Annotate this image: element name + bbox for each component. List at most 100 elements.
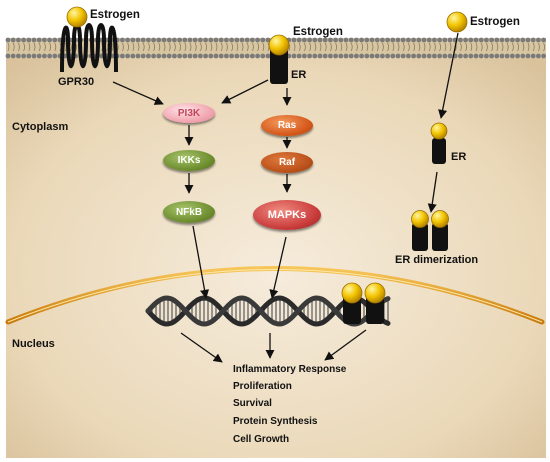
lipid-tail [158,42,161,52]
lipid-head-outer [395,37,401,43]
lipid-tail [486,42,488,52]
outcome-proliferation: Proliferation [233,381,292,392]
lipid-head-outer [213,37,219,43]
lipid-head-outer [411,37,416,43]
arrow-mapks-to-dna [269,236,287,299]
outcome-protein-synthesis: Protein Synthesis [233,416,318,427]
lipid-head-inner [265,53,271,59]
lipid-tail [382,42,384,52]
lipid-head-inner [541,53,546,59]
arrow-nfkb-to-dna [192,225,210,299]
lipid-head-outer [385,37,390,43]
lipid-head-inner [302,53,307,59]
lipid-head-outer [442,37,448,43]
lipid-tail [324,42,327,52]
lipid-tail [366,42,369,52]
lipid-head-outer [198,37,203,43]
lipid-tail [142,42,145,52]
lipid-tail [122,42,124,52]
lipid-head-inner [380,53,385,59]
lipid-head-inner [348,53,354,59]
lipid-tail [215,42,218,52]
lipid-head-inner [333,53,338,59]
lipid-tail [179,42,181,52]
lipid-head-inner [146,53,151,59]
lipid-head-outer [504,37,510,43]
lipid-head-inner [364,53,370,59]
lipid-tail [252,42,254,52]
lipid-head-inner [400,53,406,59]
lipid-head-inner [239,53,245,59]
lipid-tail [148,42,150,52]
lipid-head-inner [187,53,193,59]
lipid-tail [402,42,405,52]
lipid-head-inner [218,53,224,59]
lipid-head-outer [187,37,193,43]
lipid-head-inner [156,53,162,59]
er-cytoplasm-label: ER [451,151,467,163]
lipid-tail [444,42,447,52]
lipid-head-inner [442,53,448,59]
lipid-head-inner [208,53,214,59]
lipid-head-outer [130,37,136,43]
lipid-head-inner [213,53,219,59]
lipid-tail [408,42,410,52]
lipid-head-inner [182,53,188,59]
lipid-head-outer [447,37,453,43]
lipid-head-outer [390,37,396,43]
lipid-head-outer [348,37,354,43]
lipid-tail [350,42,353,52]
lipid-head-outer [380,37,385,43]
lipid-tail [257,42,259,52]
lipid-tail [330,42,332,52]
lipid-head-outer [510,37,515,43]
lipid-head-inner [234,53,240,59]
estrogen-ligand-free [446,11,468,33]
lipid-head-inner [16,53,21,59]
lipid-head-outer [437,37,442,43]
lipid-tail [532,42,535,52]
lipid-head-inner [47,53,52,59]
lipid-tail [434,42,436,52]
lipid-head-outer [31,37,37,43]
lipid-head-outer [192,37,198,43]
lipid-tail [527,42,530,52]
estrogen-label-free: Estrogen [470,16,520,28]
lipid-head-outer [5,37,11,43]
arrow-gpr30-to-pi3k [112,81,164,105]
lipid-tail [371,42,374,52]
lipid-head-inner [312,53,318,59]
lipid-tail [49,42,51,52]
lipid-head-inner [260,53,266,59]
lipid-tail [345,42,348,52]
lipid-head-inner [161,53,167,59]
arrow-dna-to-outcomes-right [324,329,367,361]
lipid-head-inner [130,53,136,59]
lipid-head-inner [166,53,172,59]
lipid-tail [33,42,36,52]
lipid-head-inner [520,53,526,59]
lipid-head-outer [21,37,26,43]
lipid-tail [205,42,207,52]
membrane-er-receptor [270,48,288,84]
lipid-head-outer [468,37,474,43]
lipid-head-outer [307,37,312,43]
lipid-tail [304,42,306,52]
lipid-head-inner [411,53,416,59]
lipid-head-outer [317,37,323,43]
lipid-tail [163,42,166,52]
lipid-tail [392,42,395,52]
ras-node: Ras [261,115,313,136]
lipid-head-outer [16,37,21,43]
lipid-head-inner [198,53,203,59]
lipid-head-inner [328,53,333,59]
lipid-head-outer [26,37,32,43]
lipid-head-outer [400,37,406,43]
lipid-tail [418,42,421,52]
lipid-tail [309,42,311,52]
lipid-tail [512,42,514,52]
lipid-head-inner [120,53,125,59]
lipid-head-outer [151,37,157,43]
lipid-head-inner [489,53,494,59]
lipid-tail [439,42,441,52]
